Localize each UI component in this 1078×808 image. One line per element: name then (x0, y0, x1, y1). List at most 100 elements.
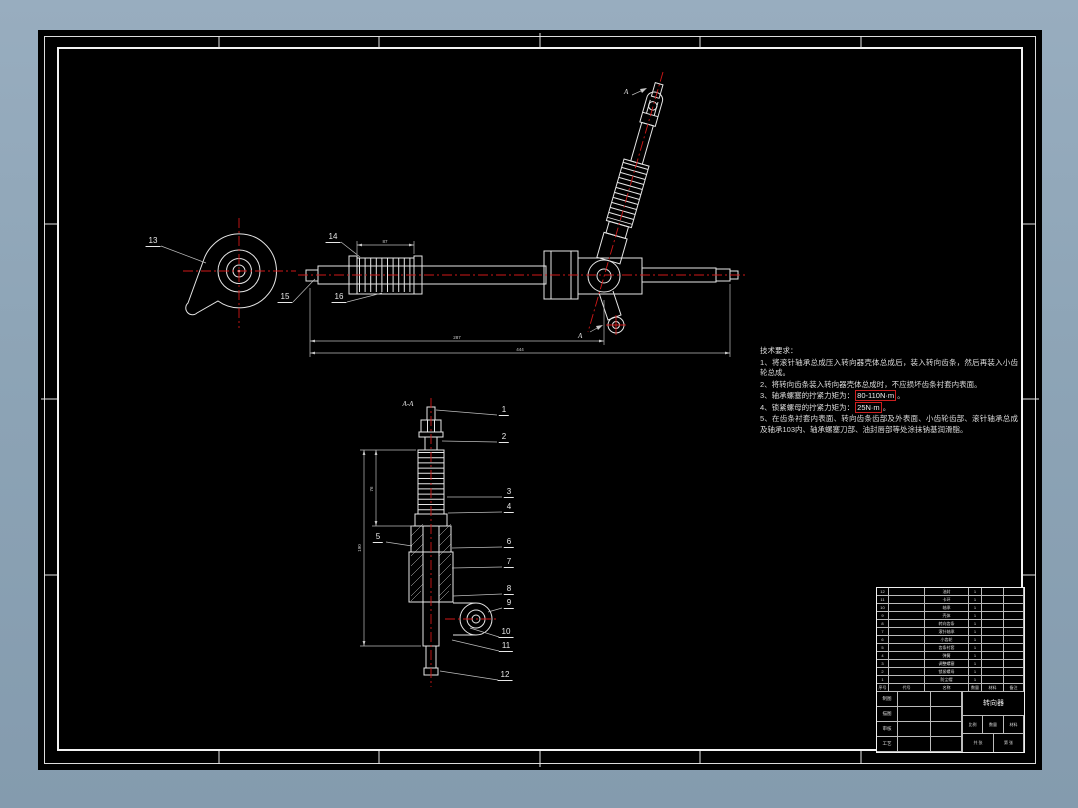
bom-cell: 锁紧螺母 (925, 668, 969, 676)
bom-cell: 1 (969, 660, 982, 668)
bom-cell (982, 620, 1004, 628)
part-callout-5: 5 (372, 532, 384, 543)
sheet-count-label: 共 张 (963, 734, 994, 752)
part-callout-13: 13 (145, 236, 161, 247)
bom-header-cell: 数量 (969, 684, 982, 692)
material-label: 材料 (1004, 716, 1024, 734)
bom-cell (1004, 660, 1024, 668)
part-callout-10: 10 (498, 627, 514, 638)
bom-cell (982, 660, 1004, 668)
bom-cell (889, 668, 925, 676)
tech-requirement-4: 4、锁紧螺母的拧紧力矩为：25N·m。 (760, 401, 891, 413)
bom-cell: 10 (877, 604, 889, 612)
tech-requirement-5: 5、在齿条衬套内表面、转向齿条齿部及外表面、小齿轮齿部、滚针轴承总成及轴承103… (760, 414, 1018, 434)
title-block-signatures: 制图 描图 审核 工艺 (877, 692, 962, 752)
torque-value-lock-nut: 25N·m (855, 401, 882, 413)
bom-cell: 9 (877, 612, 889, 620)
bom-cell: 1 (969, 636, 982, 644)
part-callout-1: 1 (498, 405, 510, 416)
bom-cell: 2 (877, 668, 889, 676)
bom-cell: 1 (969, 612, 982, 620)
bom-cell (889, 676, 925, 684)
part-callout-15: 15 (277, 292, 293, 303)
bom-header-cell: 代号 (889, 684, 925, 692)
title-field-label: 审核 (877, 722, 898, 737)
bom-cell: 1 (969, 668, 982, 676)
part-callout-4: 4 (503, 502, 515, 513)
bom-cell (982, 588, 1004, 596)
bom-header-cell: 序号 (877, 684, 889, 692)
sheet-number-label: 第 张 (994, 734, 1024, 752)
bom-cell: 12 (877, 588, 889, 596)
sheet-inner-frame (57, 47, 1023, 751)
bom-header-cell: 备注 (1004, 684, 1024, 692)
part-callout-3: 3 (503, 487, 515, 498)
bom-cell (889, 660, 925, 668)
bom-cell (889, 588, 925, 596)
title-field-label: 制图 (877, 692, 898, 707)
bom-cell: 1 (969, 628, 982, 636)
bom-cell (1004, 604, 1024, 612)
bom-cell (1004, 620, 1024, 628)
bom-cell: 1 (969, 652, 982, 660)
tech-requirement-1: 1、将滚针轴承总成压入转向器壳体总成后，装入转向齿条，然后再装入小齿轮总成。 (760, 357, 1018, 378)
scale-label: 比例 (963, 716, 983, 734)
bom-cell (889, 636, 925, 644)
bom-cell (982, 596, 1004, 604)
qty-label: 数量 (983, 716, 1004, 734)
bom-cell (982, 668, 1004, 676)
drawing-title: 转向器 (963, 692, 1024, 716)
bom-cell: 转向齿条 (925, 620, 969, 628)
part-callout-7: 7 (503, 557, 515, 568)
part-callout-8: 8 (503, 584, 515, 595)
tech-requirement-2: 2、将转向齿条装入转向器壳体总成时，不应损坏齿条衬套内表面。 (760, 379, 982, 389)
bom-cell (889, 628, 925, 636)
bom-cell (1004, 652, 1024, 660)
bom-cell: 7 (877, 628, 889, 636)
tech-requirement-3: 3、轴承螺塞的拧紧力矩为：80-110N·m。 (760, 390, 905, 401)
bom-cell: 8 (877, 620, 889, 628)
bom-cell (1004, 612, 1024, 620)
bom-header-cell: 名称 (925, 684, 969, 692)
drawing-sheet (38, 30, 1042, 770)
bom-cell (982, 644, 1004, 652)
title-block-name-area: 转向器 比例数量材料 共 张第 张 (962, 692, 1024, 752)
bom-cell (982, 636, 1004, 644)
part-callout-14: 14 (325, 232, 341, 243)
bom-cell: 6 (877, 636, 889, 644)
bom-cell (1004, 676, 1024, 684)
bom-cell: 1 (969, 604, 982, 612)
bom-cell: 1 (969, 620, 982, 628)
bom-cell (889, 620, 925, 628)
bom-cell: 调整螺塞 (925, 660, 969, 668)
bom-cell (889, 596, 925, 604)
bom-cell: 3 (877, 660, 889, 668)
bom-cell (889, 604, 925, 612)
part-callout-9: 9 (503, 598, 515, 609)
part-callout-12: 12 (497, 670, 513, 681)
title-field-label: 描图 (877, 707, 898, 722)
bom-cell (982, 676, 1004, 684)
bom-cell (889, 644, 925, 652)
bom-cell (1004, 668, 1024, 676)
bom-cell (1004, 628, 1024, 636)
bom-cell (982, 628, 1004, 636)
bom-cell: 1 (969, 588, 982, 596)
part-callout-2: 2 (498, 432, 510, 443)
bom-cell: 1 (969, 676, 982, 684)
bom-cell: 油封 (925, 588, 969, 596)
bom-cell (982, 652, 1004, 660)
bom-header-cell: 材料 (982, 684, 1004, 692)
bom-cell: 1 (969, 644, 982, 652)
bom-cell: 1 (877, 676, 889, 684)
bom-cell (889, 612, 925, 620)
torque-value-bearing-plug: 80-110N·m (855, 390, 897, 401)
part-callout-16: 16 (331, 292, 347, 303)
bom-cell: 齿条衬套 (925, 644, 969, 652)
bom-cell: 防尘帽 (925, 676, 969, 684)
bom-cell (982, 612, 1004, 620)
technical-requirements: 技术要求： 1、将滚针轴承总成压入转向器壳体总成后，装入转向齿条，然后再装入小齿… (760, 346, 1018, 436)
